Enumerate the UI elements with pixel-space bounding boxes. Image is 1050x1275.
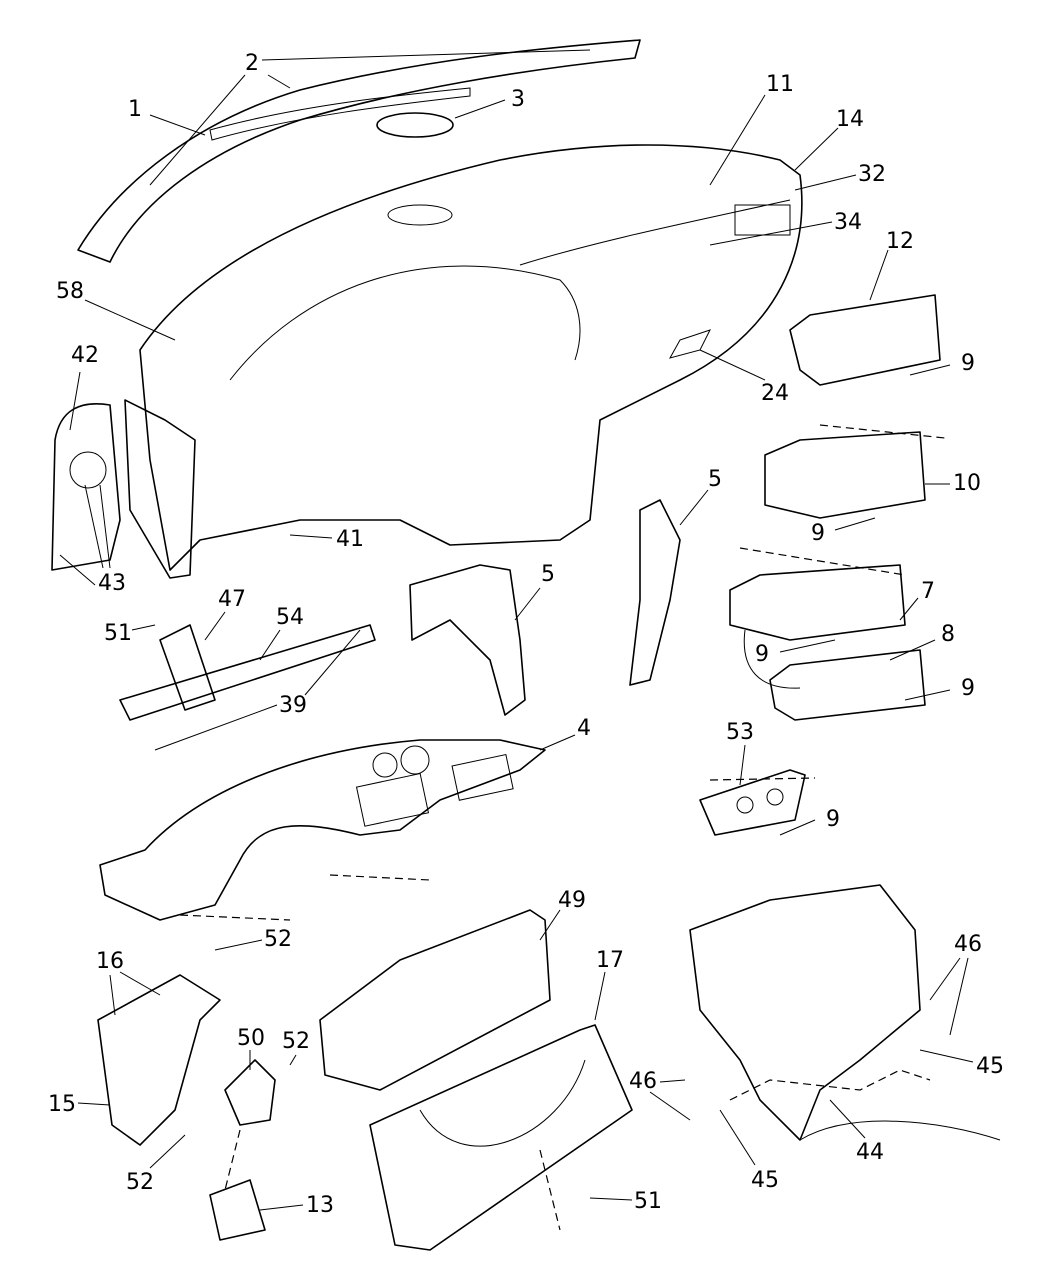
defroster-panel [77, 39, 641, 263]
glove-box [369, 1024, 633, 1251]
callout-58: 58 [56, 279, 84, 304]
callout-52: 52 [126, 1170, 154, 1195]
callout-54: 54 [276, 605, 304, 630]
callout-43: 43 [98, 571, 126, 596]
callout-44: 44 [856, 1140, 884, 1165]
callout-42: 42 [71, 343, 99, 368]
leader-lines [59, 49, 974, 1211]
speaker-grille [376, 112, 454, 138]
callout-34: 34 [834, 210, 862, 235]
instrument-panel [139, 144, 803, 571]
climate-control [789, 294, 941, 386]
callout-12: 12 [886, 229, 914, 254]
callout-2: 2 [245, 51, 259, 76]
callout-7: 7 [921, 579, 935, 604]
callout-46: 46 [954, 932, 982, 957]
callout-51: 51 [104, 621, 132, 646]
callout-16: 16 [96, 949, 124, 974]
callout-13: 13 [306, 1193, 334, 1218]
callout-1: 1 [128, 97, 142, 122]
callout-10: 10 [953, 471, 981, 496]
callout-9: 9 [755, 642, 769, 667]
callout-41: 41 [336, 527, 364, 552]
callout-53: 53 [726, 720, 754, 745]
callout-45: 45 [751, 1168, 779, 1193]
defroster-grille [209, 87, 471, 141]
support-beam [119, 624, 376, 721]
vent [734, 204, 791, 236]
callout-52: 52 [282, 1029, 310, 1054]
knee-bolster [319, 909, 551, 1091]
end-cap-panel [97, 974, 221, 1146]
callout-32: 32 [858, 162, 886, 187]
speaker-cover [51, 403, 121, 571]
switch-bezel [699, 769, 806, 836]
cover [209, 1179, 266, 1241]
callout-9: 9 [961, 351, 975, 376]
radio-bezel [769, 649, 926, 721]
callout-3: 3 [511, 87, 525, 112]
callout-15: 15 [48, 1092, 76, 1117]
callout-11: 11 [766, 72, 794, 97]
callout-9: 9 [826, 807, 840, 832]
radio-alt [729, 564, 906, 641]
callout-9: 9 [811, 521, 825, 546]
callout-17: 17 [596, 948, 624, 973]
radio [764, 431, 926, 519]
callout-52: 52 [264, 927, 292, 952]
floor-console-area [689, 884, 921, 1141]
a-pillar-trim-right [629, 499, 681, 686]
callout-24: 24 [761, 381, 789, 406]
callout-47: 47 [218, 587, 246, 612]
callout-8: 8 [941, 622, 955, 647]
callout-45: 45 [976, 1054, 1004, 1079]
callout-39: 39 [279, 693, 307, 718]
a-pillar-trim-left [409, 564, 526, 716]
callout-49: 49 [558, 888, 586, 913]
cluster-bezel [99, 739, 546, 921]
callout-5: 5 [708, 467, 722, 492]
callout-50: 50 [237, 1026, 265, 1051]
callout-9: 9 [961, 676, 975, 701]
callout-51: 51 [634, 1189, 662, 1214]
callout-5: 5 [541, 562, 555, 587]
callout-4: 4 [577, 716, 591, 741]
callout-14: 14 [836, 107, 864, 132]
callout-46: 46 [629, 1069, 657, 1094]
